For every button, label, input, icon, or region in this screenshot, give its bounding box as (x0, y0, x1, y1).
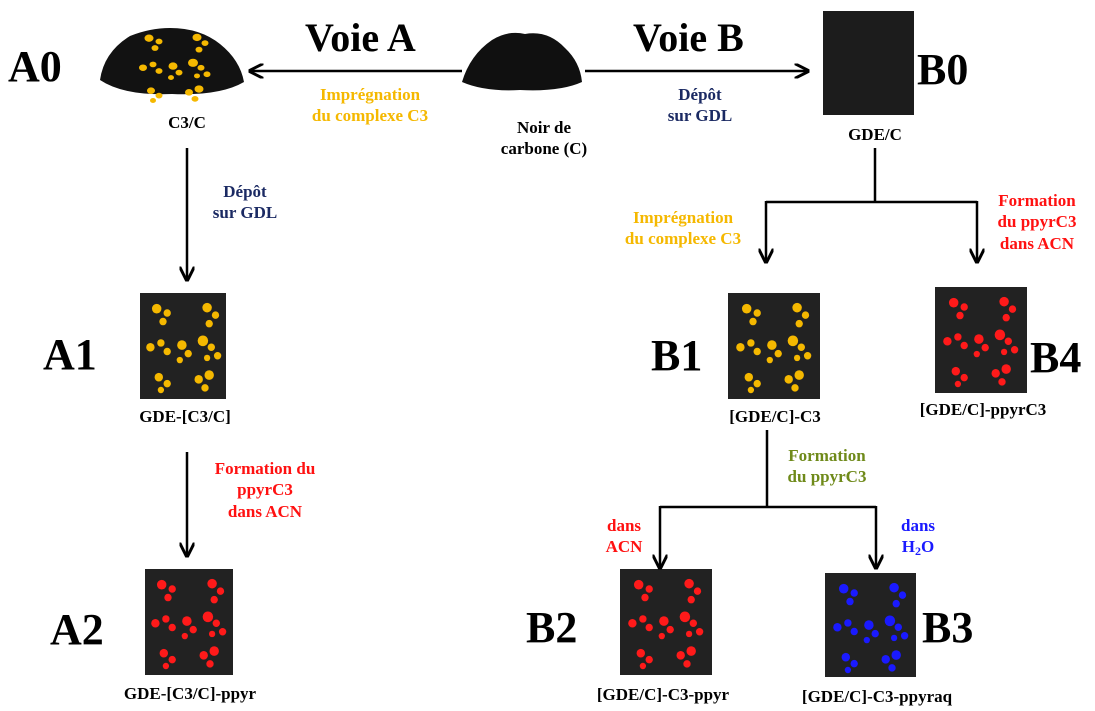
b-solvent-acn-line1: dans (606, 516, 642, 535)
b-formation-line1: Formation (788, 446, 866, 465)
start-caption: Noir de carbone (C) (498, 117, 590, 160)
b-formation-acn-line1: Formation (998, 191, 1076, 210)
a-impregnation-label: Imprégnation du complexe C3 (293, 84, 447, 127)
carbon-black-image (462, 32, 582, 91)
node-b4-caption: [GDE/C]-ppyrC3 (919, 400, 1047, 419)
node-b1-caption: [GDE/C]-C3 (729, 407, 821, 426)
b0-branch-connector (766, 148, 977, 262)
b-formation-acn-label: Formation du ppyrC3 dans ACN (984, 190, 1090, 254)
b-impregnation-label: Imprégnation du complexe C3 (608, 207, 758, 250)
water-h: H (901, 537, 915, 557)
a-deposit-line2: sur GDL (212, 203, 278, 223)
a-deposit-label: Dépôt sur GDL (200, 181, 290, 224)
node-b1-label: B1 (651, 331, 703, 380)
b-formation-line2: du ppyrC3 (787, 467, 867, 487)
b-deposit-line1: Dépôt (678, 85, 722, 104)
a-deposit-line1: Dépôt (223, 182, 267, 201)
a-impregnation-line1: Imprégnation (319, 85, 421, 104)
node-a1-label: A1 (43, 330, 97, 379)
node-a2-caption: GDE-[C3/C]-ppyr (123, 684, 257, 703)
voie-b-title: Voie B (633, 15, 744, 60)
node-b3-label: B3 (922, 603, 974, 652)
a-impregnation-line2: du complexe C3 (311, 106, 429, 126)
b-deposit-line2: sur GDL (667, 106, 733, 126)
start-caption-line1: Noir de (517, 118, 571, 137)
a-formation-label: Formation du ppyrC3 dans ACN (196, 458, 334, 522)
water-o: O (921, 537, 935, 557)
b-formation-acn-line3: dans ACN (999, 233, 1075, 253)
b-solvent-acn-label: dans ACN (594, 515, 654, 558)
node-b0-caption: GDE/C (848, 125, 902, 144)
a-formation-line2: ppyrC3 (237, 480, 293, 500)
start-caption-line2: carbone (C) (500, 139, 588, 159)
node-b3-caption: [GDE/C]-C3-ppyraq (801, 687, 953, 706)
node-a0-label: A0 (8, 42, 62, 91)
b-impregnation-line2: du complexe C3 (624, 229, 742, 249)
b0-gdl-image (823, 11, 914, 115)
node-a0-caption: C3/C (168, 113, 206, 132)
b-formation-label: Formation du ppyrC3 (772, 445, 882, 488)
b-solvent-water-label: dans H2O (888, 515, 948, 559)
node-b2-label: B2 (526, 603, 578, 652)
a-formation-line3: dans ACN (227, 501, 303, 521)
node-b4-label: B4 (1030, 333, 1082, 382)
node-b0-label: B0 (917, 45, 969, 94)
b1-branch-connector (660, 430, 876, 568)
water-subscript: 2 (915, 544, 921, 559)
voie-a-title: Voie A (305, 15, 416, 60)
b-deposit-label: Dépôt sur GDL (655, 84, 745, 127)
b-solvent-water-line2: H2O (888, 536, 948, 559)
b-formation-acn-line2: du ppyrC3 (997, 212, 1077, 232)
node-a1-caption: GDE-[C3/C] (139, 407, 231, 426)
a0-heap-image (100, 28, 244, 103)
b-solvent-acn-line2: ACN (605, 537, 643, 557)
node-b2-caption: [GDE/C]-C3-ppyr (596, 685, 730, 704)
b-solvent-water-line1: dans (900, 516, 936, 535)
node-a2-label: A2 (50, 605, 104, 654)
b-impregnation-line1: Imprégnation (632, 208, 734, 227)
a-formation-line1: Formation du (214, 459, 316, 478)
